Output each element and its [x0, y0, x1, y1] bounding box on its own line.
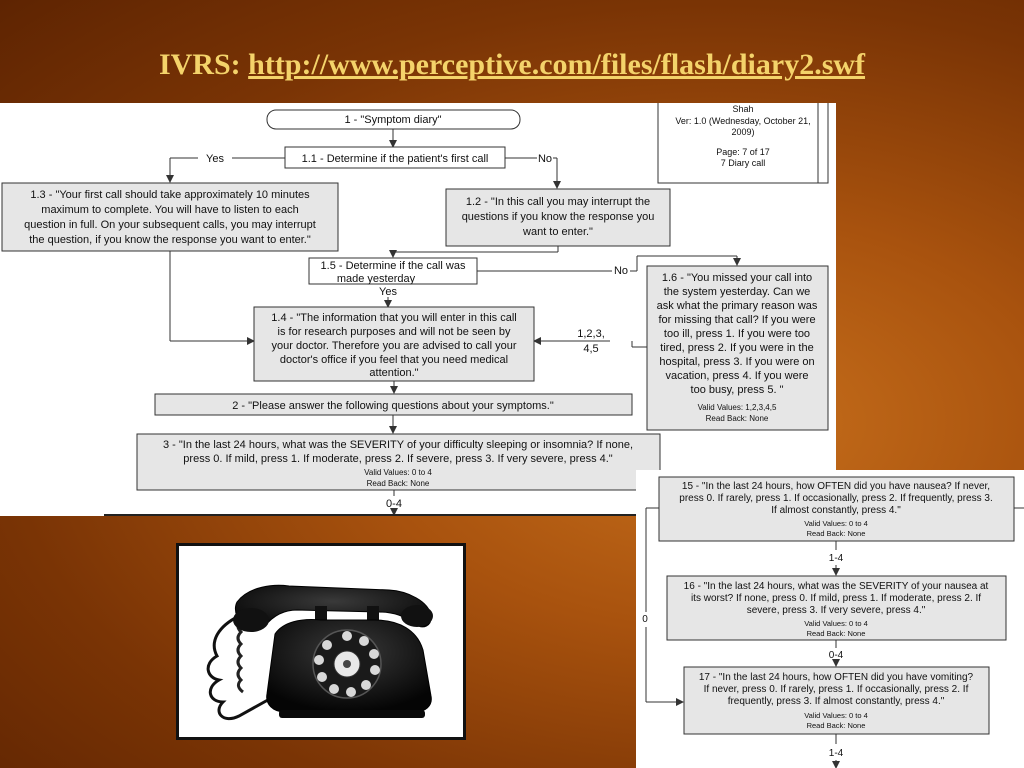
node-text: 17 - "In the last 24 hours, how OFTEN di… — [699, 672, 974, 683]
node-text: want to enter." — [522, 226, 593, 238]
valid-values: Valid Values: 0 to 4 — [804, 519, 868, 528]
node-1-3: 1.3 - "Your first call should take appro… — [1, 182, 339, 252]
node-text: too ill, press 1. If you were too — [664, 328, 810, 340]
node-text: press 0. If mild, press 1. If moderate, … — [183, 453, 612, 465]
node-text: 1.6 - "You missed your call into — [662, 272, 812, 284]
node-text: question in full. On your subsequent cal… — [24, 219, 316, 231]
node-text: attention." — [369, 367, 418, 379]
node-text: maximum to complete. You will have to li… — [41, 204, 298, 216]
node-text: 15 - "In the last 24 hours, how OFTEN di… — [682, 481, 990, 492]
flowchart-top: Shah Ver: 1.0 (Wednesday, October 21, 20… — [0, 103, 836, 516]
node-1-5: 1.5 - Determine if the call was made yes… — [308, 257, 478, 285]
valid-values: Valid Values: 0 to 4 — [804, 711, 868, 720]
node-symptom-diary: 1 - "Symptom diary" — [266, 109, 521, 130]
node-text: 1.2 - "In this call you may interrupt th… — [466, 196, 650, 208]
info-line: 2009) — [731, 127, 754, 137]
label-no: No — [614, 265, 628, 277]
info-line: Ver: 1.0 (Wednesday, October 21, — [675, 116, 810, 126]
title-link[interactable]: http://www.perceptive.com/files/flash/di… — [248, 48, 866, 81]
valid-values: Valid Values: 0 to 4 — [364, 468, 432, 477]
node-text: vacation, press 4. If you were — [665, 370, 808, 382]
node-text: 1 - "Symptom diary" — [344, 114, 441, 126]
label-yes: Yes — [206, 153, 224, 165]
valid-values: Valid Values: 0 to 4 — [804, 619, 868, 628]
node-text: If never, press 0. If rarely, press 1. I… — [704, 684, 969, 695]
node-16: 16 - "In the last 24 hours, what was the… — [666, 575, 1007, 641]
telephone-image — [176, 543, 466, 740]
valid-values: Valid Values: 1,2,3,4,5 — [698, 403, 777, 412]
node-text: the system yesterday. Can we — [664, 286, 811, 298]
node-text: ask what the primary reason was — [657, 300, 818, 312]
node-text: the question, if you know the response y… — [29, 234, 311, 246]
label-codes: 1,2,3, — [577, 328, 605, 340]
node-text: 1.3 - "Your first call should take appro… — [30, 189, 310, 201]
node-text: is for research purposes and will not be… — [278, 326, 511, 338]
title-prefix: IVRS: — [158, 48, 241, 81]
node-1-2: 1.2 - "In this call you may interrupt th… — [445, 188, 671, 247]
node-text: press 0. If rarely, press 1. If occasion… — [679, 493, 992, 504]
label-range: 0-4 — [386, 498, 402, 510]
label-codes: 4,5 — [583, 343, 598, 355]
info-line: Page: 7 of 17 — [716, 147, 770, 157]
label-zero: 0 — [642, 614, 648, 625]
node-3: 3 - "In the last 24 hours, what was the … — [136, 433, 661, 491]
node-1-1: 1.1 - Determine if the patient's first c… — [284, 146, 506, 169]
node-17: 17 - "In the last 24 hours, how OFTEN di… — [683, 666, 990, 735]
node-text: 1.5 - Determine if the call was — [321, 260, 466, 272]
node-2: 2 - "Please answer the following questio… — [154, 393, 633, 416]
node-text: its worst? If none, press 0. If mild, pr… — [691, 593, 981, 604]
node-text: 1.4 - "The information that you will ent… — [271, 312, 516, 324]
node-text: 16 - "In the last 24 hours, what was the… — [684, 581, 989, 592]
node-1-6: 1.6 - "You missed your call into the sys… — [646, 265, 829, 431]
label-no: No — [538, 153, 552, 165]
node-1-4: 1.4 - "The information that you will ent… — [253, 306, 535, 382]
read-back: Read Back: None — [706, 414, 769, 423]
node-text: severe, press 3. If very severe, press 4… — [747, 605, 926, 616]
node-text: frequently, press 3. If almost constantl… — [728, 696, 945, 707]
rotary-telephone-icon — [206, 584, 433, 721]
node-text: too busy, press 5. " — [691, 384, 784, 396]
node-text: 3 - "In the last 24 hours, what was the … — [163, 439, 633, 451]
read-back: Read Back: None — [807, 629, 866, 638]
info-line: Shah — [732, 104, 753, 114]
node-text: questions if you know the response you — [462, 211, 655, 223]
node-text: made yesterday — [337, 273, 416, 285]
slide-title: IVRS: http://www.perceptive.com/files/fl… — [0, 48, 1024, 82]
label-range: 1-4 — [829, 553, 844, 564]
node-text: 1.1 - Determine if the patient's first c… — [302, 153, 489, 165]
divider-line — [104, 514, 636, 516]
label-yes: Yes — [379, 286, 397, 298]
node-text: tired, press 2. If you were in the — [660, 342, 813, 354]
read-back: Read Back: None — [367, 479, 430, 488]
label-range: 0-4 — [829, 650, 844, 661]
label-range: 1-4 — [829, 748, 844, 759]
node-text: hospital, press 3. If you were on — [659, 356, 814, 368]
document-info-box: Shah Ver: 1.0 (Wednesday, October 21, 20… — [657, 103, 829, 184]
flowchart-right: 15 - "In the last 24 hours, how OFTEN di… — [636, 470, 1024, 768]
node-text: your doctor. Therefore you are advised t… — [272, 340, 517, 352]
node-text: 2 - "Please answer the following questio… — [232, 400, 554, 412]
node-text: for missing that call? If you were — [658, 314, 815, 326]
node-15: 15 - "In the last 24 hours, how OFTEN di… — [658, 476, 1015, 542]
read-back: Read Back: None — [807, 721, 866, 730]
info-line: 7 Diary call — [721, 158, 766, 168]
node-text: doctor's office if you feel that you nee… — [280, 354, 508, 366]
node-text: If almost constantly, press 4." — [771, 505, 901, 516]
read-back: Read Back: None — [807, 529, 866, 538]
